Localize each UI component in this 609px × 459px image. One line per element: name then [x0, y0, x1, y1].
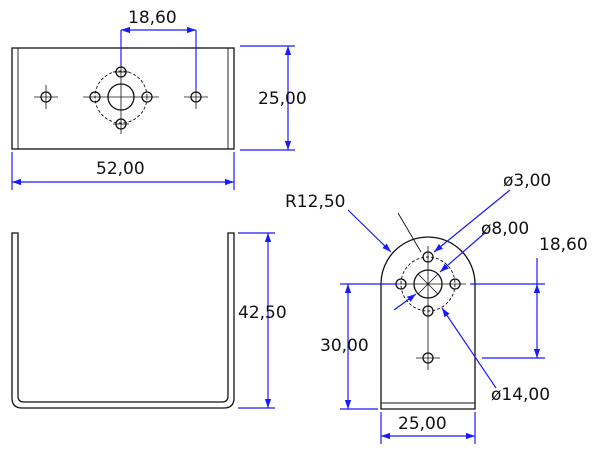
- dim-front-height: 42,50: [238, 232, 287, 409]
- dim-side-hole-spacing-label: 18,60: [539, 235, 588, 255]
- top-view: 18,60 25,00 52,00: [11, 8, 307, 190]
- dim-side-width: 25,00: [380, 412, 476, 444]
- dim-side-width-label: 25,00: [398, 414, 447, 434]
- top-view-plate-outline: [11, 47, 235, 150]
- dim-side-bolt-circle: ø14,00: [441, 307, 550, 405]
- side-view-holes: [390, 246, 466, 370]
- dim-top-height: 25,00: [240, 45, 307, 151]
- dim-side-bolt-circle-label: ø14,00: [491, 385, 550, 405]
- dim-side-hole-height: 30,00: [320, 283, 397, 410]
- dim-side-small-hole: ø3,00: [397, 171, 551, 253]
- front-view-u-outer: [11, 232, 235, 409]
- top-view-holes: [34, 62, 208, 134]
- dim-top-hole-spacing: 18,60: [120, 8, 197, 90]
- dim-side-center-hole: ø8,00: [393, 219, 529, 311]
- dim-side-radius: R12,50: [285, 192, 392, 253]
- dim-side-hole-spacing: 18,60: [470, 235, 588, 359]
- dim-side-small-hole-label: ø3,00: [503, 171, 551, 191]
- dim-top-width: 52,00: [11, 152, 235, 190]
- dim-top-width-label: 52,00: [96, 159, 145, 179]
- front-view: 42,50: [11, 232, 287, 409]
- dim-top-height-label: 25,00: [258, 89, 307, 109]
- side-view: R12,50 ø3,00 ø8,00 18,60 30,00: [285, 171, 588, 444]
- dim-top-hole-spacing-label: 18,60: [128, 8, 177, 28]
- dim-side-radius-label: R12,50: [285, 192, 345, 212]
- dim-front-height-label: 42,50: [238, 303, 287, 323]
- side-view-outline: [380, 236, 476, 410]
- dim-side-center-hole-label: ø8,00: [481, 219, 529, 239]
- dim-side-hole-height-label: 30,00: [320, 336, 369, 356]
